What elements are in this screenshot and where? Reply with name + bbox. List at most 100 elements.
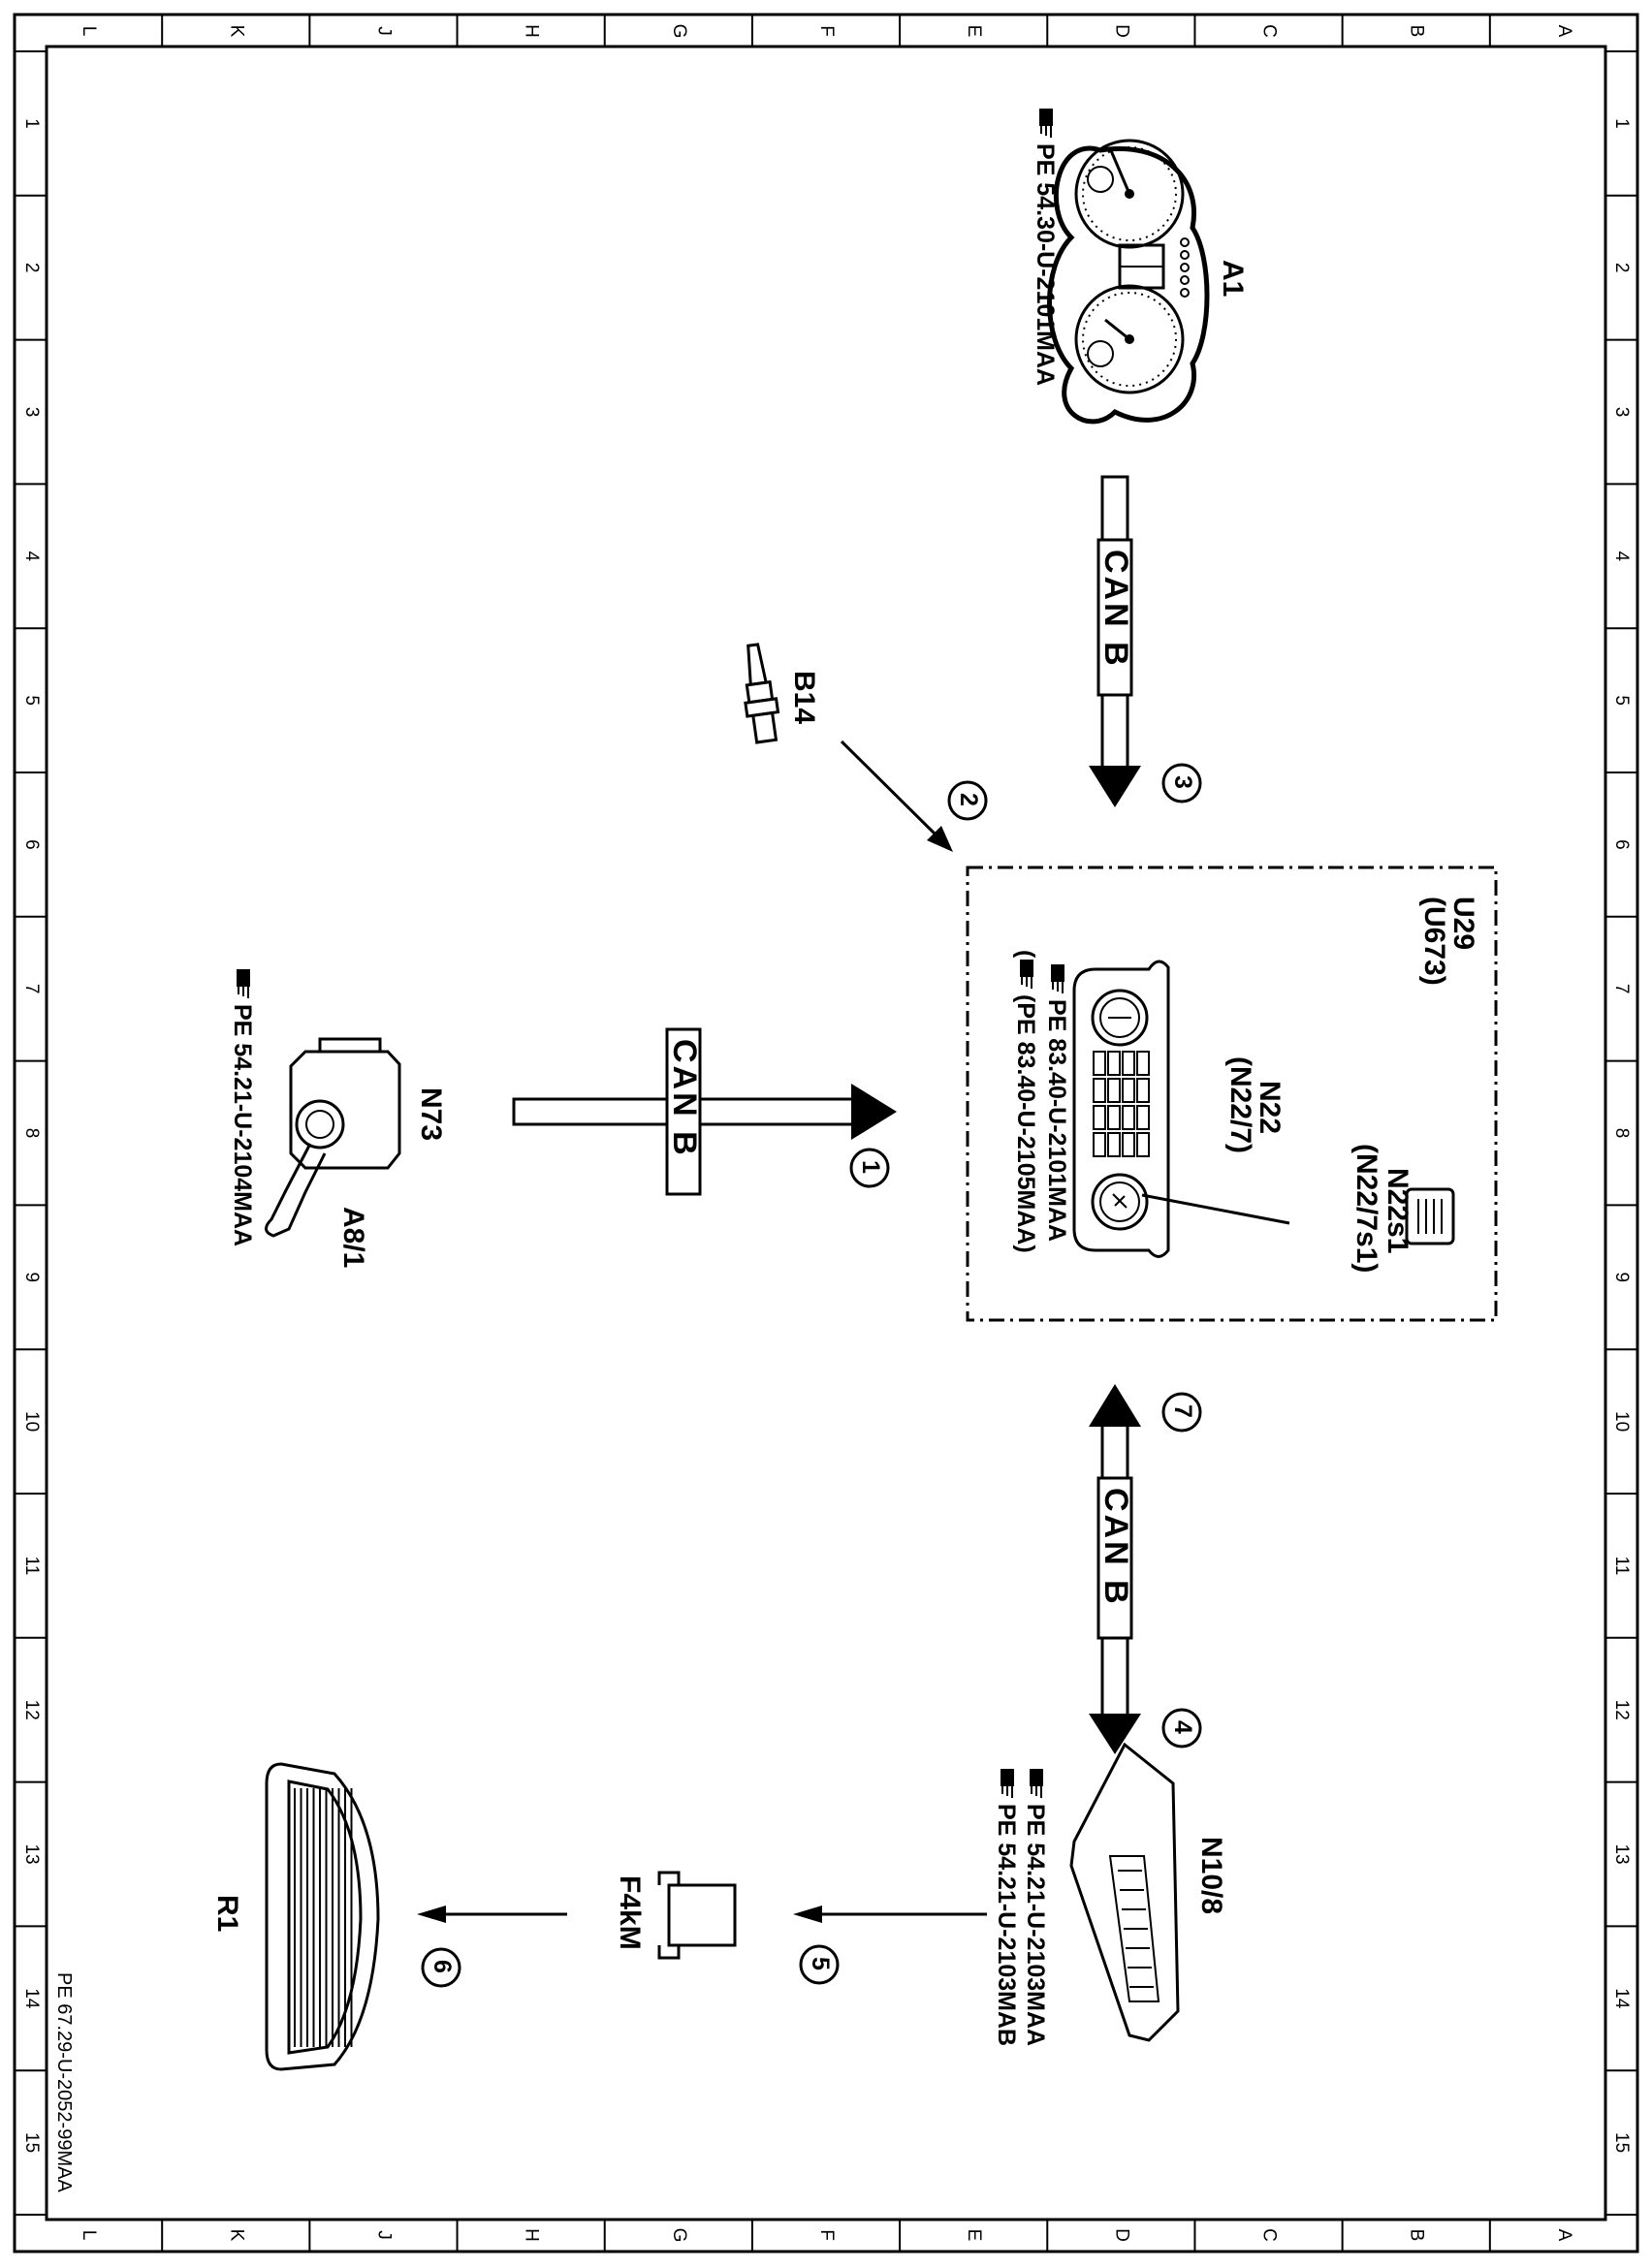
zone-number-right-7: 7 xyxy=(1611,984,1632,994)
zone-letter-top-L: L xyxy=(79,26,99,37)
zone-letter-bottom-D: D xyxy=(1111,2228,1131,2242)
svg-text:CAN B: CAN B xyxy=(1097,1488,1134,1607)
svg-text:(: ( xyxy=(1012,950,1039,959)
zone-number-right-15: 15 xyxy=(1611,2132,1632,2153)
control-module-n10-8 xyxy=(1069,1742,1180,2042)
a1-ref-note: PE 54.30-U-2101MAA xyxy=(1032,109,1059,386)
svg-text:PE 83.40-U-2101MAA: PE 83.40-U-2101MAA xyxy=(1043,999,1070,1242)
svg-text:PE 54.21-U-2103MAA: PE 54.21-U-2103MAA xyxy=(1022,1804,1049,2046)
n22-label: N22 xyxy=(1254,1081,1286,1134)
n22s1-leader-line xyxy=(1141,1193,1290,1225)
f4km-label: F4kM xyxy=(614,1875,646,1950)
zone-letter-bottom-G: G xyxy=(669,2228,689,2243)
n73-label: N73 xyxy=(415,1087,447,1141)
can-link-u29-n10-8: CAN B xyxy=(1089,1384,1141,1754)
climate-control-unit-n22 xyxy=(1072,960,1170,1258)
svg-text:2: 2 xyxy=(955,793,982,806)
temperature-sensor-b14 xyxy=(744,643,780,744)
svg-text:4: 4 xyxy=(1169,1720,1196,1734)
zone-letter-bottom-H: H xyxy=(522,2228,542,2242)
zone-number-right-5: 5 xyxy=(1611,695,1632,706)
zone-number-right-10: 10 xyxy=(1611,1411,1632,1432)
zone-number-right-8: 8 xyxy=(1611,1128,1632,1139)
zone-letter-bottom-F: F xyxy=(816,2229,837,2241)
can-link-n73-u29: CAN B xyxy=(512,1027,897,1196)
can-link-a1-u29: CAN B xyxy=(1089,475,1141,807)
svg-text:5: 5 xyxy=(807,1957,834,1970)
zone-number-left-14: 14 xyxy=(21,1988,42,2009)
zone-letter-bottom-C: C xyxy=(1259,2228,1280,2242)
zone-number-right-12: 12 xyxy=(1611,1700,1632,1720)
zone-letter-top-K: K xyxy=(226,25,246,38)
zone-letter-bottom-K: K xyxy=(226,2229,246,2242)
step-badge-2: 2 xyxy=(947,780,988,821)
zone-number-right-6: 6 xyxy=(1611,839,1632,850)
r1-label: R1 xyxy=(211,1895,243,1932)
zone-letter-bottom-E: E xyxy=(964,2229,984,2242)
zone-letter-top-B: B xyxy=(1407,25,1427,38)
frame-outer xyxy=(13,13,1639,2253)
signal-arrow-n10-8-f4km xyxy=(793,1906,987,1923)
svg-text:PE 54.30-U-2101MAA: PE 54.30-U-2101MAA xyxy=(1032,143,1059,386)
zone-number-right-4: 4 xyxy=(1611,551,1632,562)
zone-number-left-15: 15 xyxy=(21,2132,42,2153)
pointing-hand-icon xyxy=(1020,960,1033,989)
pointing-hand-icon xyxy=(237,969,250,998)
pointing-hand-icon xyxy=(1001,1769,1014,1798)
zone-letter-top-G: G xyxy=(669,24,689,39)
zone-letter-top-C: C xyxy=(1259,24,1280,38)
svg-text:CAN B: CAN B xyxy=(1097,550,1134,669)
ignition-switch-n73 xyxy=(265,1037,401,1238)
pointing-hand-icon xyxy=(1039,109,1053,138)
n22-ref-note-1: PE 83.40-U-2101MAA xyxy=(1043,964,1070,1242)
svg-text:CAN B: CAN B xyxy=(666,1039,703,1158)
b14-label: B14 xyxy=(788,671,820,724)
zone-letter-top-H: H xyxy=(522,24,542,38)
zone-number-right-9: 9 xyxy=(1611,1273,1632,1283)
signal-arrow-b14 xyxy=(840,740,953,852)
zone-number-right-11: 11 xyxy=(1611,1557,1632,1576)
svg-text:3: 3 xyxy=(1169,775,1196,789)
zone-number-left-1: 1 xyxy=(21,118,42,129)
zone-number-left-3: 3 xyxy=(21,407,42,418)
pointing-hand-icon xyxy=(1030,1769,1043,1798)
zone-letter-bottom-J: J xyxy=(373,2230,394,2240)
svg-text:7: 7 xyxy=(1169,1404,1196,1418)
u29-module-boundary xyxy=(966,866,1498,1322)
n10-8-label: N10/8 xyxy=(1195,1837,1227,1914)
zone-number-right-1: 1 xyxy=(1611,118,1632,129)
instrument-cluster-a1 xyxy=(1047,139,1210,425)
rear-window-heater-r1 xyxy=(265,1762,380,2071)
signal-arrow-f4km-r1 xyxy=(417,1906,567,1923)
step-badge-4: 4 xyxy=(1161,1708,1202,1748)
n22s1-sub-label: (N22/7s1) xyxy=(1350,1144,1382,1273)
step-badge-1: 1 xyxy=(849,1148,890,1188)
zone-number-left-11: 11 xyxy=(21,1557,42,1576)
svg-text:1: 1 xyxy=(857,1160,884,1174)
drawing-id-stamp: PE 67.29-U-2052-99MAA xyxy=(53,1972,75,2192)
zone-letter-bottom-B: B xyxy=(1407,2229,1427,2242)
frame-inner xyxy=(45,45,1607,2221)
zone-letter-top-D: D xyxy=(1111,24,1131,38)
u29-sub-label: (U673) xyxy=(1418,897,1450,986)
zone-letter-bottom-L: L xyxy=(79,2230,99,2241)
n22s1-label: N22s1 xyxy=(1382,1168,1414,1253)
zone-number-right-14: 14 xyxy=(1611,1988,1632,2009)
n10-8-ref-note-1: PE 54.21-U-2103MAA xyxy=(1022,1769,1049,2046)
zone-letter-bottom-A: A xyxy=(1554,2229,1574,2242)
zone-number-left-12: 12 xyxy=(21,1700,42,1720)
zone-letter-top-E: E xyxy=(964,25,984,38)
rear-defrost-icon xyxy=(1405,1187,1455,1245)
n73-ref-note: PE 54.21-U-2104MAA xyxy=(229,969,256,1246)
zone-number-left-13: 13 xyxy=(21,1843,42,1864)
zone-number-left-7: 7 xyxy=(21,984,42,994)
zone-number-right-2: 2 xyxy=(1611,263,1632,273)
u29-label: U29 xyxy=(1447,897,1479,950)
n10-8-ref-note-2: PE 54.21-U-2103MAB xyxy=(993,1769,1020,2046)
svg-text:PE 54.21-U-2104MAA: PE 54.21-U-2104MAA xyxy=(229,1004,256,1246)
zone-number-left-8: 8 xyxy=(21,1128,42,1139)
relay-f4km xyxy=(657,1871,737,1960)
zone-letter-top-A: A xyxy=(1554,25,1574,38)
zone-number-right-13: 13 xyxy=(1611,1843,1632,1864)
